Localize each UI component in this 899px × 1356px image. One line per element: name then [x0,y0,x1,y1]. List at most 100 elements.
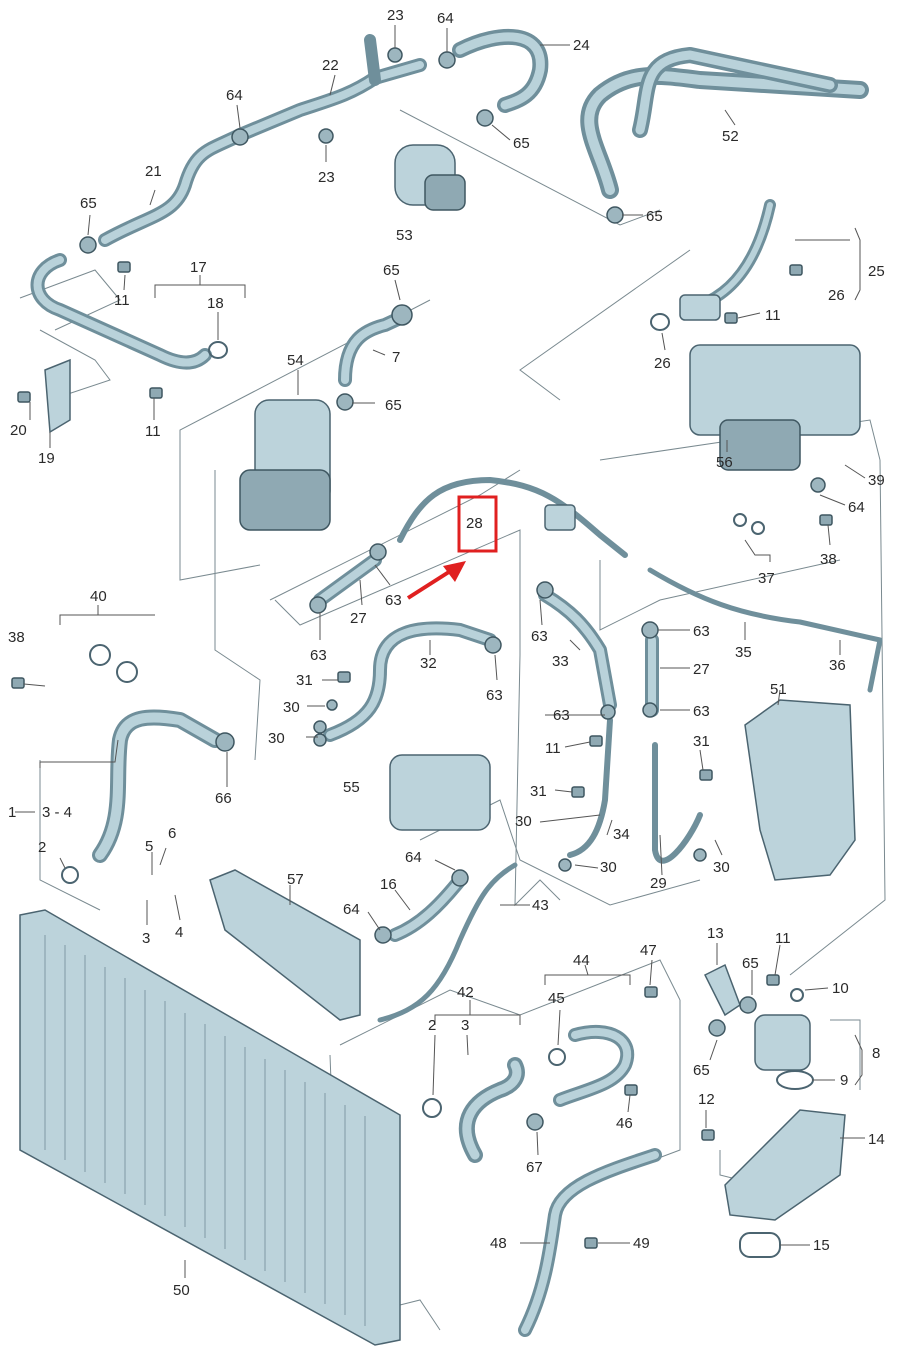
label-65d: 65 [383,262,400,279]
label-11e: 11 [775,930,791,947]
label-37: 37 [758,570,775,587]
label-44: 44 [573,952,590,969]
label-40: 40 [90,588,107,605]
label-65a: 65 [513,135,530,152]
highlight-28 [406,495,498,600]
label-64a: 64 [437,10,454,27]
label-25: 25 [868,263,885,280]
label-34: 34 [613,826,630,843]
part-labels: 23 64 24 22 64 65 23 52 21 65 53 65 11 1… [8,7,885,1299]
label-26b: 26 [654,355,671,372]
highlight-box [457,495,498,553]
parts [11,28,883,1346]
label-11a: 11 [114,292,130,309]
label-6: 6 [168,825,176,842]
label-13: 13 [707,925,724,942]
label-11b: 11 [765,307,781,324]
label-23a: 23 [387,7,404,24]
label-22: 22 [322,57,339,74]
label-11c: 11 [145,423,161,440]
label-42: 42 [457,984,474,1001]
label-3-4: 3 - 4 [42,804,72,821]
label-30a: 30 [283,699,300,716]
label-27a: 27 [350,610,367,627]
label-39: 39 [868,472,885,489]
label-50: 50 [173,1282,190,1299]
label-48: 48 [490,1235,507,1252]
label-64b: 64 [226,87,243,104]
label-21: 21 [145,163,162,180]
label-38b: 38 [8,629,25,646]
label-46: 46 [616,1115,633,1132]
label-28: 28 [466,515,483,532]
label-26a: 26 [828,287,845,304]
label-18: 18 [207,295,224,312]
label-53: 53 [396,227,413,244]
label-31c: 31 [530,783,547,800]
label-63e: 63 [486,687,503,704]
label-14: 14 [868,1131,885,1148]
label-3a: 3 [142,930,150,947]
label-2b: 2 [428,1017,436,1034]
label-30c: 30 [515,813,532,830]
label-49: 49 [633,1235,650,1252]
label-19: 19 [38,450,55,467]
label-30b: 30 [268,730,285,747]
label-65f: 65 [742,955,759,972]
label-4: 4 [175,924,183,941]
label-15: 15 [813,1237,830,1254]
leader-lines [15,25,866,1278]
label-47: 47 [640,942,657,959]
label-30d: 30 [600,859,617,876]
label-16: 16 [380,876,397,893]
highlight-arrow-shaft [406,568,454,600]
label-45: 45 [548,990,565,1007]
label-29: 29 [650,875,667,892]
label-64e: 64 [343,901,360,918]
label-7: 7 [392,349,400,366]
label-66: 66 [215,790,232,807]
label-38a: 38 [820,551,837,568]
label-63a: 63 [385,592,402,609]
label-63c: 63 [531,628,548,645]
label-17: 17 [190,259,207,276]
label-1: 1 [8,804,16,821]
label-24: 24 [573,37,590,54]
label-35: 35 [735,644,752,661]
label-64d: 64 [405,849,422,866]
label-8: 8 [872,1045,880,1062]
label-57: 57 [287,871,304,888]
label-33: 33 [552,653,569,670]
label-32: 32 [420,655,437,672]
label-65e: 65 [385,397,402,414]
label-52: 52 [722,128,739,145]
label-10: 10 [832,980,849,997]
label-31a: 31 [296,672,313,689]
label-63f: 63 [553,707,570,724]
label-51: 51 [770,681,787,698]
label-2a: 2 [38,839,46,856]
label-56: 56 [716,454,733,471]
label-9: 9 [840,1072,848,1089]
label-54: 54 [287,352,304,369]
label-43: 43 [532,897,549,914]
label-63b: 63 [310,647,327,664]
label-65g: 65 [693,1062,710,1079]
label-12: 12 [698,1091,715,1108]
label-30e: 30 [713,859,730,876]
label-20: 20 [10,422,27,439]
label-65b: 65 [80,195,97,212]
label-5: 5 [145,838,153,855]
label-65c: 65 [646,208,663,225]
label-11d: 11 [545,740,561,757]
label-64c: 64 [848,499,865,516]
label-23b: 23 [318,169,335,186]
label-36: 36 [829,657,846,674]
highlight-arrow-head [443,561,466,582]
label-63g: 63 [693,703,710,720]
label-63d: 63 [693,623,710,640]
label-3b: 3 [461,1017,469,1034]
label-67: 67 [526,1159,543,1176]
label-31b: 31 [693,733,710,750]
